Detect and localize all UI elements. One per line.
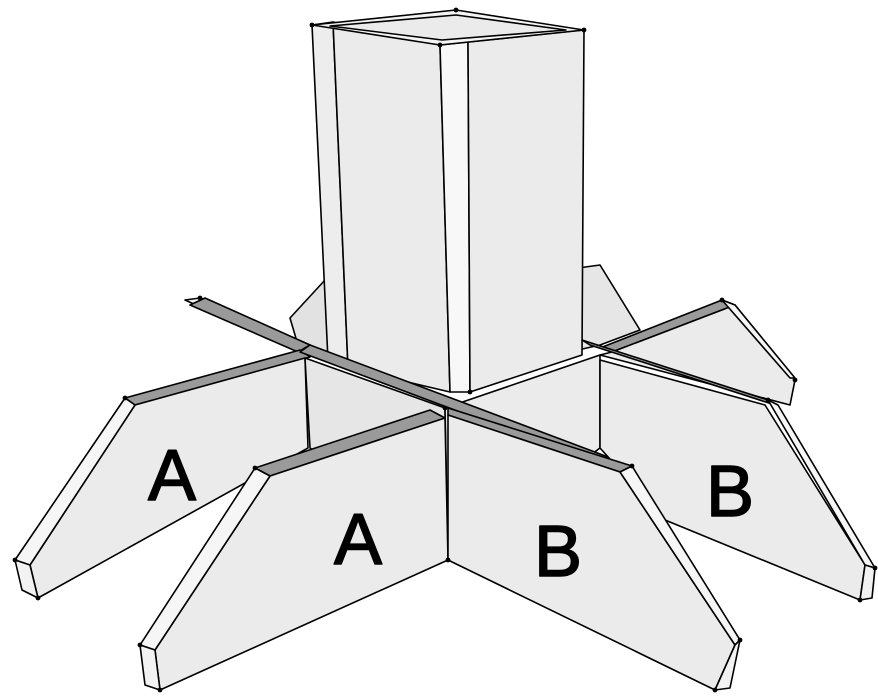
column bbox=[311, 9, 585, 393]
label-b-outer: B bbox=[706, 452, 754, 532]
right-inner-fin bbox=[447, 407, 741, 691]
label-b-inner: B bbox=[534, 512, 582, 592]
label-a-outer: A bbox=[148, 436, 196, 516]
left-outer-fin bbox=[14, 349, 311, 599]
right-outer-fin bbox=[581, 339, 876, 601]
vertex-dots bbox=[12, 7, 878, 693]
right-back-fin bbox=[599, 299, 796, 406]
label-a-inner: A bbox=[334, 500, 382, 580]
left-inner-fin bbox=[139, 409, 449, 691]
